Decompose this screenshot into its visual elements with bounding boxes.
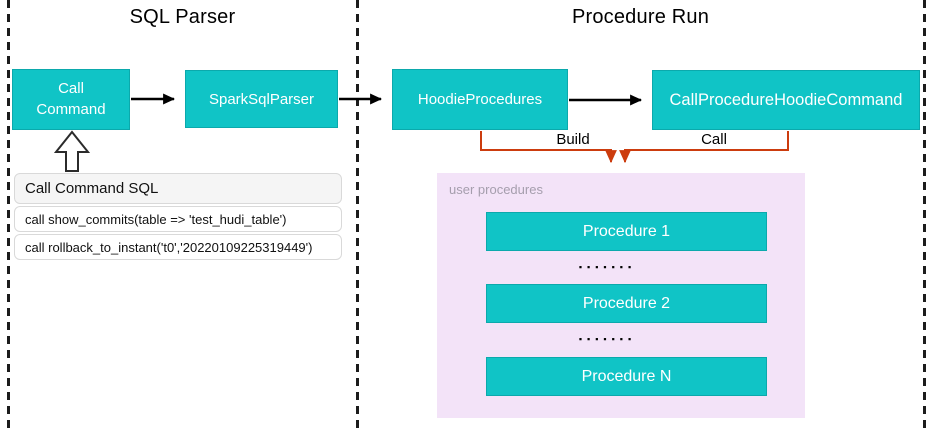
node-call-command: Call Command — [12, 69, 130, 130]
user-procedures-panel: user procedures Procedure 1 ▪▪▪▪▪▪▪ Proc… — [437, 173, 805, 418]
call-command-sql-table: Call Command SQL call show_commits(table… — [14, 173, 342, 262]
node-call-command-label: Call Command — [36, 80, 106, 118]
node-callprocedurehoodiecommand: CallProcedureHoodieCommand — [652, 70, 920, 130]
edge-label-build: Build — [556, 131, 590, 148]
node-hoodieprocedures-label: HoodieProcedures — [417, 91, 543, 108]
hollow-up-arrow-icon — [53, 130, 91, 172]
sql-table-header: Call Command SQL — [14, 173, 342, 204]
node-procedure-n: Procedure N — [486, 357, 767, 396]
dashed-divider-left — [7, 0, 10, 430]
dashed-divider-right — [923, 0, 926, 430]
node-procedure-1: Procedure 1 — [486, 212, 767, 251]
node-sparksqlparser: SparkSqlParser — [185, 70, 338, 128]
user-procedures-label: user procedures — [449, 182, 543, 197]
ellipsis-dots: ▪▪▪▪▪▪▪ — [578, 334, 637, 344]
node-sparksqlparser-label: SparkSqlParser — [208, 90, 315, 108]
region-title-sql-parser: SQL Parser — [129, 6, 236, 28]
region-title-procedure-run: Procedure Run — [571, 6, 710, 28]
node-callprocedurehoodiecommand-label: CallProcedureHoodieCommand — [669, 90, 903, 109]
dashed-divider-middle — [356, 0, 359, 430]
node-hoodieprocedures: HoodieProcedures — [392, 69, 568, 130]
ellipsis-dots: ▪▪▪▪▪▪▪ — [578, 262, 637, 272]
sql-example-row: call rollback_to_instant('t0','202201092… — [14, 234, 342, 260]
sql-example-row: call show_commits(table => 'test_hudi_ta… — [14, 206, 342, 232]
edge-label-call: Call — [701, 131, 727, 148]
node-procedure-2: Procedure 2 — [486, 284, 767, 323]
